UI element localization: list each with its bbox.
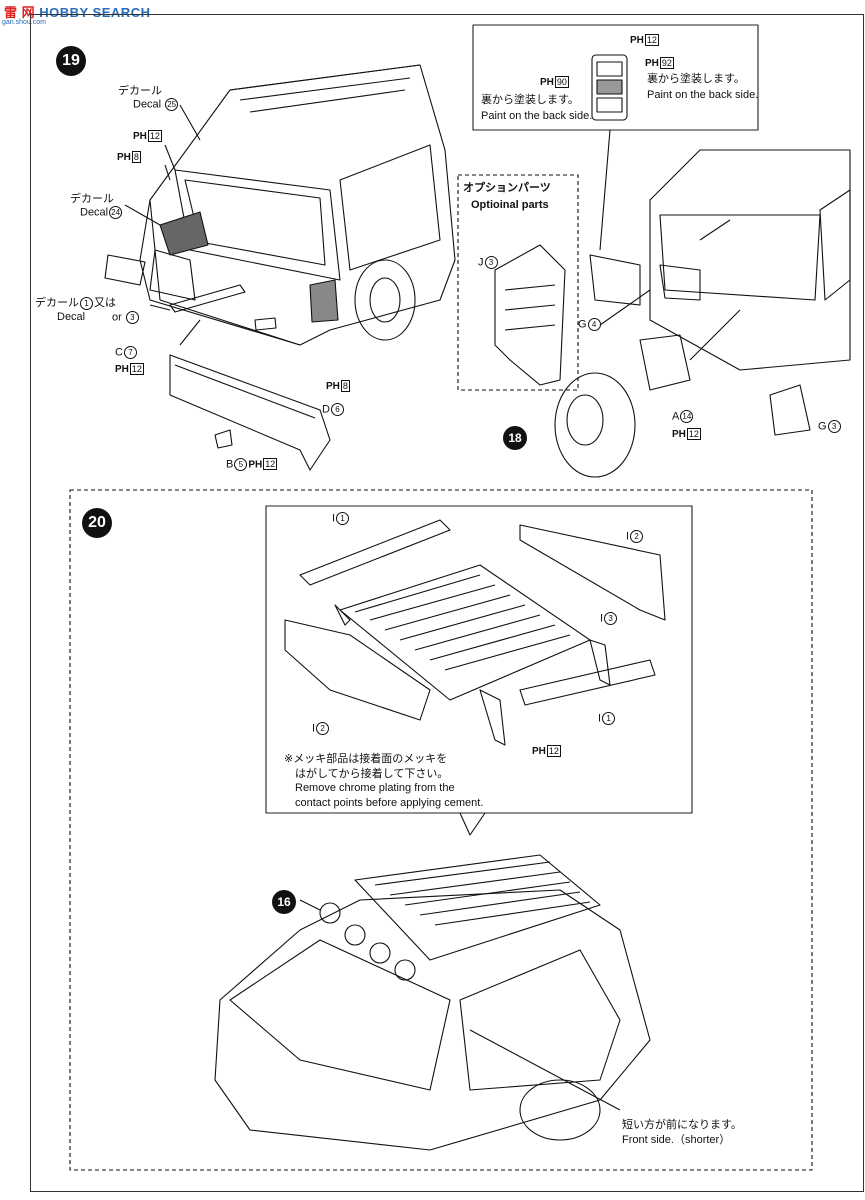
part-number-badge: 25 (165, 98, 179, 111)
options-title-en: Optioinal parts (471, 199, 549, 211)
decal-24-label-jp: デカール (70, 192, 114, 205)
page-border (30, 14, 864, 1192)
front-side-note-en: Front side.（shorter） (622, 1134, 731, 1146)
options-title-jp: オプションパーツ (463, 181, 551, 194)
paint-note-right-en: Paint on the back side. (647, 89, 759, 101)
step-19-marker: 19 (56, 46, 86, 76)
decal-25-label-en: Decal 25 (133, 98, 179, 111)
step-20-marker: 20 (82, 508, 112, 538)
paint-note-right-jp: 裏から塗装します。 (647, 72, 745, 85)
decal-25-label-jp: デカール (118, 84, 162, 97)
paint-note-left-en: Paint on the back side. (481, 110, 593, 122)
step-16-marker: 16 (272, 890, 296, 914)
watermark-logo: 雷 网 HOBBY SEARCH (4, 5, 151, 20)
watermark-sub: gan.shou.com (2, 19, 46, 26)
chrome-note-en-1: Remove chrome plating from the (295, 782, 455, 794)
chrome-note-jp-1: ※メッキ部品は接着面のメッキを (284, 752, 448, 765)
chrome-note-en-2: contact points before applying cement. (295, 797, 484, 809)
front-side-note-jp: 短い方が前になります。 (622, 1118, 742, 1131)
or-3-label: or 3 (112, 311, 140, 324)
paint-note-left-jp: 裏から塗装します。 (481, 93, 579, 106)
step-18-marker: 18 (503, 426, 527, 450)
chrome-note-jp-2: はがしてから接着して下さい。 (295, 767, 449, 780)
decal-1-label-en: Decal (57, 311, 86, 323)
